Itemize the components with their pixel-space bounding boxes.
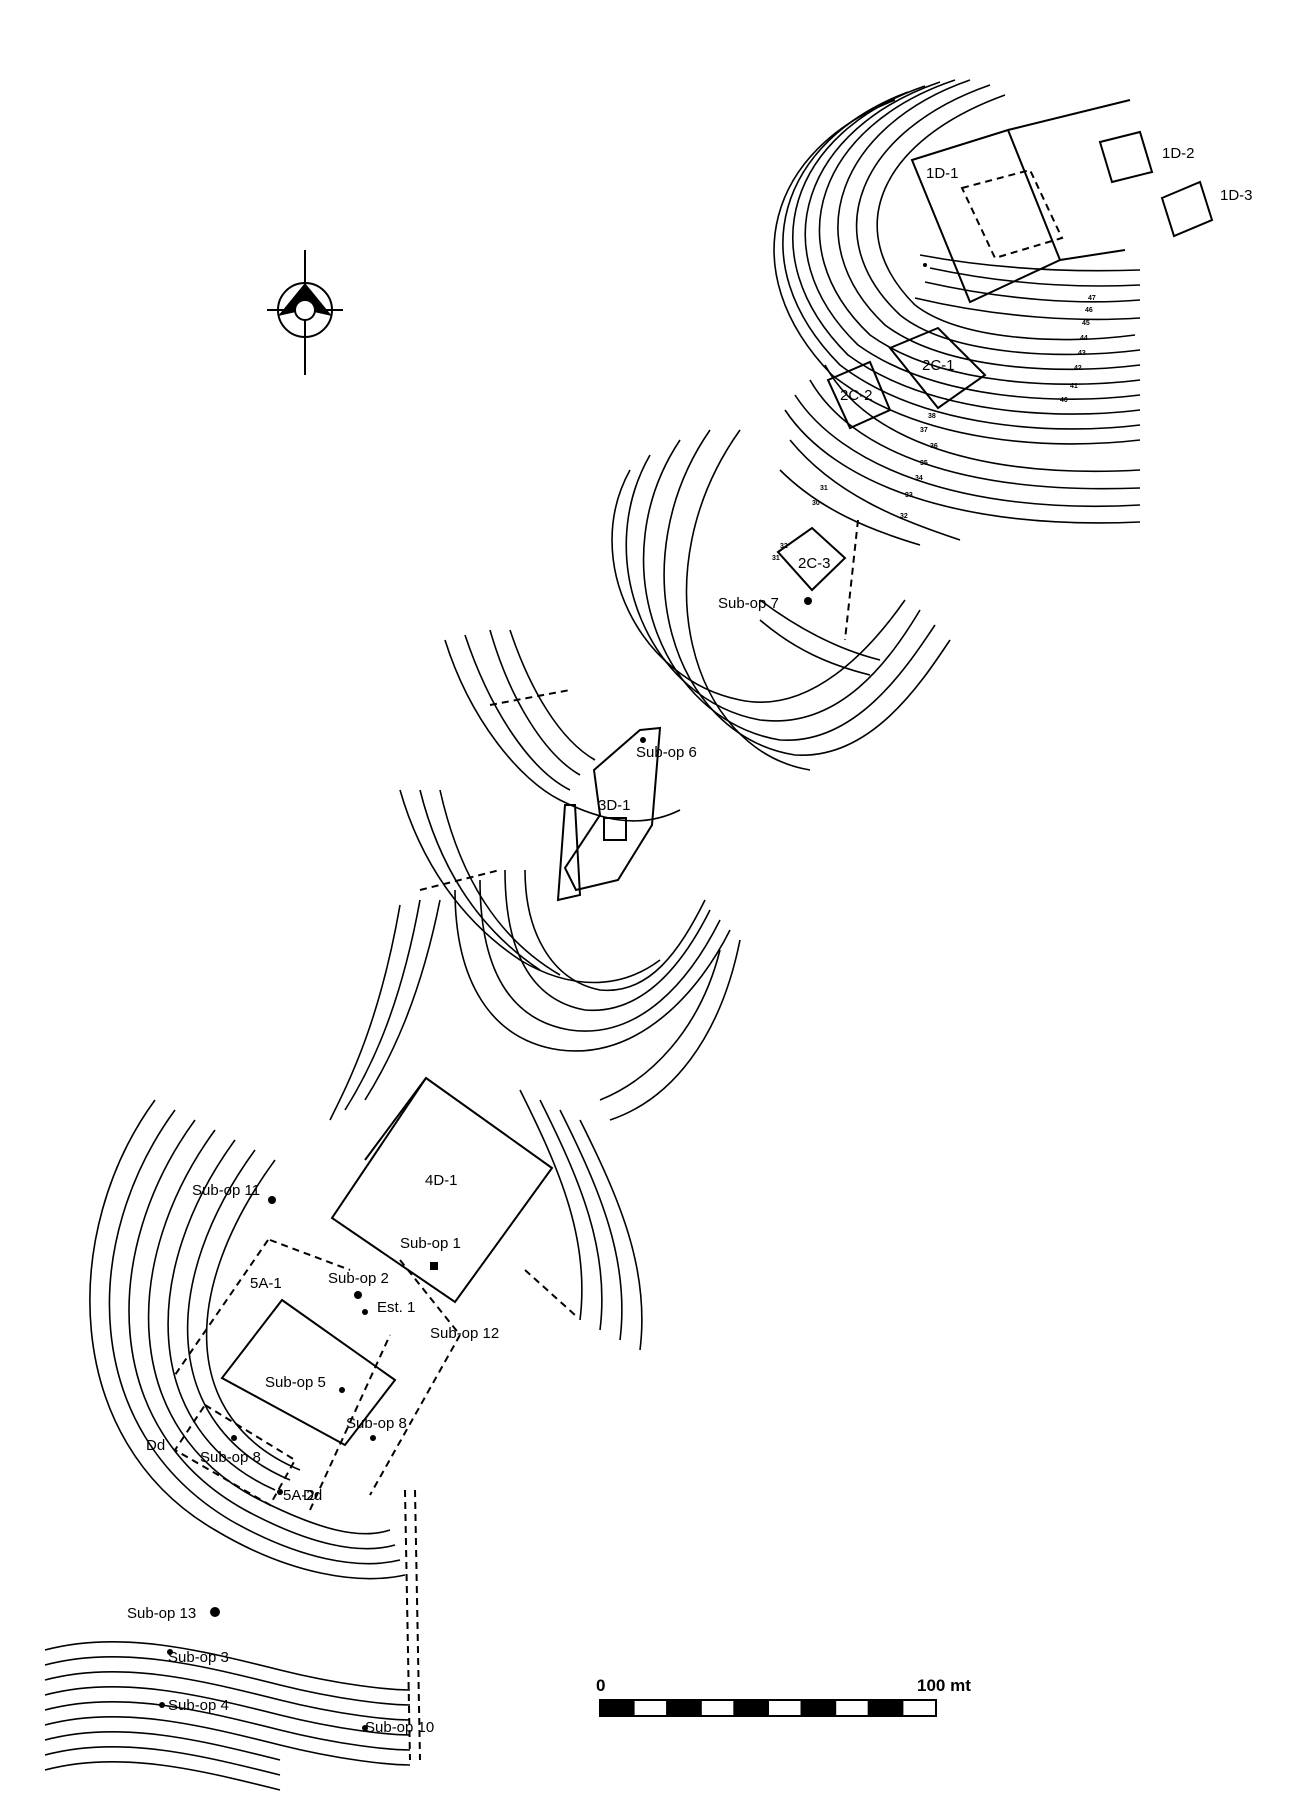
svg-text:32: 32 [900, 513, 908, 520]
svg-text:42: 42 [1074, 365, 1082, 372]
scale-segment [699, 1699, 736, 1717]
label-sub-op-11: Sub-op 11 [192, 1182, 260, 1199]
label-2C-1: 2C-1 [922, 357, 955, 374]
label-sub-op-1: Sub-op 1 [400, 1235, 461, 1252]
scale-segment [632, 1699, 669, 1717]
north-arrow-icon [267, 250, 343, 375]
label-dd-1: Dd [146, 1437, 165, 1454]
scale-segments [599, 1699, 938, 1717]
structure-1D-3 [1160, 180, 1214, 238]
excavation-markers [159, 263, 927, 1731]
svg-text:31: 31 [820, 485, 828, 492]
label-2C-3: 2C-3 [798, 555, 831, 572]
scale-segment [767, 1699, 803, 1717]
structure-2C-3 [776, 526, 847, 592]
contour-lines [44, 79, 1141, 1791]
label-5A-1: 5A-1 [250, 1275, 282, 1292]
structure-5A-2 [173, 1403, 297, 1507]
label-dd-2: Dd [303, 1487, 322, 1504]
scale-segment [901, 1699, 938, 1717]
svg-text:35: 35 [920, 460, 928, 467]
structure-4D-1 [330, 1076, 554, 1304]
svg-text:31: 31 [772, 555, 780, 562]
label-sub-op-10: Sub-op 10 [365, 1719, 434, 1736]
scale-segment [733, 1699, 770, 1717]
subop-labels: Sub-op 7 Sub-op 6 Sub-op 11 Sub-op 1 Sub… [127, 595, 779, 1736]
label-sub-op-3: Sub-op 3 [168, 1649, 229, 1666]
svg-text:45: 45 [1082, 320, 1090, 327]
scale-end-label: 100 mt [917, 1676, 971, 1695]
structure-2C-1 [888, 326, 987, 410]
dashed-features [174, 519, 859, 1761]
label-est-1: Est. 1 [377, 1299, 415, 1316]
svg-text:37: 37 [920, 427, 928, 434]
svg-text:36: 36 [930, 443, 938, 450]
label-2C-2: 2C-2 [840, 387, 873, 404]
label-3D-1: 3D-1 [598, 797, 631, 814]
scale-segment [800, 1699, 837, 1717]
scale-segment [834, 1699, 870, 1717]
label-1D-1: 1D-1 [926, 165, 959, 182]
label-5A-2: 5A-2 [283, 1487, 315, 1504]
label-sub-op-5: Sub-op 5 [265, 1374, 326, 1391]
svg-text:47: 47 [1088, 295, 1096, 302]
svg-text:30: 30 [812, 500, 820, 507]
svg-text:32: 32 [780, 543, 788, 550]
svg-text:43: 43 [1078, 350, 1086, 357]
label-sub-op-13: Sub-op 13 [127, 1605, 196, 1622]
label-sub-op-7: Sub-op 7 [718, 595, 779, 612]
structure-2C-2 [826, 360, 892, 430]
scale-segment [666, 1699, 702, 1717]
structure-1D-1 [910, 128, 1062, 304]
svg-text:33: 33 [905, 492, 913, 499]
svg-text:41: 41 [1070, 383, 1078, 390]
label-1D-3: 1D-3 [1220, 187, 1253, 204]
structure-3D-1 [563, 726, 662, 892]
scale-segment [867, 1699, 904, 1717]
svg-text:34: 34 [915, 475, 923, 482]
label-4D-1: 4D-1 [425, 1172, 458, 1189]
structure-1D-2 [1098, 130, 1154, 184]
label-sub-op-6: Sub-op 6 [636, 744, 697, 761]
svg-text:46: 46 [1085, 307, 1093, 314]
scale-bar: 0 100 mt [596, 1676, 971, 1717]
scale-segment [599, 1699, 635, 1717]
svg-text:40: 40 [1060, 397, 1068, 404]
structures [173, 99, 1214, 1507]
label-sub-op-8a: Sub-op 8 [346, 1415, 407, 1432]
structure-5A-1 [220, 1298, 397, 1447]
structure-labels: 1D-1 1D-2 1D-3 2C-1 2C-2 2C-3 3D-1 4D-1 … [250, 145, 1253, 1504]
label-sub-op-12: Sub-op 12 [430, 1325, 499, 1342]
label-1D-2: 1D-2 [1162, 145, 1195, 162]
scale-start-label: 0 [596, 1676, 605, 1695]
label-sub-op-4: Sub-op 4 [168, 1697, 229, 1714]
label-sub-op-8b: Sub-op 8 [200, 1449, 261, 1466]
svg-text:44: 44 [1080, 335, 1088, 342]
label-sub-op-2: Sub-op 2 [328, 1270, 389, 1287]
elevation-numbers: 47 46 45 44 43 42 41 40 38 37 36 35 34 3… [772, 295, 1096, 562]
svg-text:38: 38 [928, 413, 936, 420]
